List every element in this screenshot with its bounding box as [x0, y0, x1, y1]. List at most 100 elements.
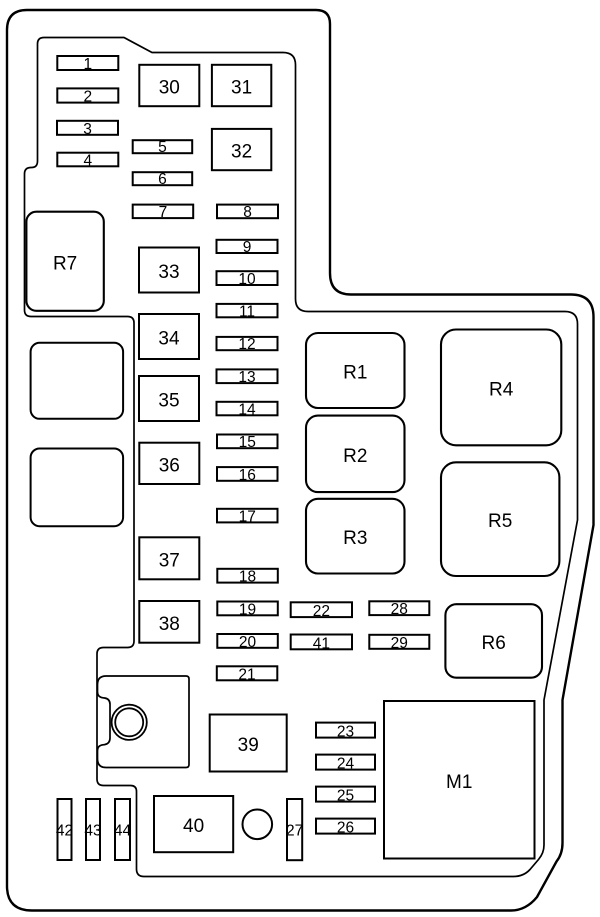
- component-label: 26: [337, 820, 354, 837]
- component-label: 33: [158, 262, 179, 283]
- component-label: 5: [158, 139, 167, 156]
- relay-R7-body: [25, 210, 105, 312]
- fuse-29: 29: [368, 633, 431, 652]
- component-label: 35: [158, 391, 179, 412]
- component-label: 44: [114, 823, 132, 840]
- component-label: 11: [239, 303, 255, 320]
- fuse-20: 20: [216, 633, 279, 651]
- fuse-9: 9: [215, 238, 279, 256]
- box-35: 35: [138, 375, 200, 422]
- fuse-44: 44: [114, 798, 132, 861]
- box-34-body: [138, 313, 200, 360]
- fuse-15-body: [216, 433, 279, 450]
- fuse-19-body: [216, 600, 279, 617]
- box-38: 38: [138, 600, 201, 644]
- box-31-body: [210, 63, 273, 108]
- fuse-10-body: [215, 270, 279, 287]
- fuse-26-body: [315, 817, 376, 835]
- component-label: R5: [488, 511, 512, 532]
- fuse-25: 25: [315, 785, 376, 805]
- outer-case-outline: [5, 8, 595, 912]
- component-label: 1: [83, 56, 92, 73]
- bolt-circle: [241, 808, 274, 841]
- fuse-16: 16: [216, 466, 279, 484]
- box-38-body: [138, 600, 201, 644]
- relay-R4: R4: [439, 328, 563, 447]
- component-label: 3: [83, 121, 92, 138]
- component-label: 29: [391, 635, 408, 652]
- component-label: 10: [238, 271, 256, 288]
- box-34: 34: [138, 313, 200, 360]
- fuse-9-body: [215, 238, 279, 255]
- fuse-44-body: [114, 798, 131, 861]
- component-label: 7: [159, 204, 168, 221]
- fuse-3: 3: [56, 119, 119, 138]
- component-label: 27: [286, 823, 303, 840]
- fuse-7: 7: [131, 203, 195, 221]
- relay-R5: R5: [439, 461, 561, 578]
- component-label: M1: [446, 772, 472, 793]
- box-39-body: [208, 713, 288, 773]
- component-label: 9: [243, 239, 252, 256]
- fuse-12-body: [215, 335, 279, 352]
- component-label: 13: [238, 369, 255, 386]
- fuse-14: 14: [215, 400, 279, 418]
- fuse-5-body: [131, 139, 194, 155]
- component-label: 19: [239, 601, 256, 618]
- fuse-3-body: [56, 119, 119, 136]
- component-label: R6: [482, 633, 506, 654]
- component-label: 38: [159, 614, 180, 635]
- fuse-17-body: [216, 507, 279, 524]
- fuse-4: 4: [56, 151, 120, 169]
- component-label: R7: [53, 253, 77, 274]
- component-label: 25: [337, 788, 354, 805]
- blank-slot-1: [29, 341, 125, 420]
- fuse-12: 12: [215, 335, 279, 353]
- box-M1: M1: [383, 700, 536, 860]
- fuse-41: 41: [289, 633, 354, 652]
- fuse-11: 11: [215, 302, 279, 320]
- component-label: 42: [56, 823, 73, 840]
- fuse-11-body: [215, 302, 279, 319]
- fuse-17: 17: [216, 507, 279, 525]
- box-32: 32: [210, 127, 273, 172]
- box-37-body: [138, 536, 201, 581]
- box-30: 30: [138, 63, 201, 108]
- fuse-15: 15: [216, 433, 279, 451]
- fuse-27: 27: [286, 798, 303, 862]
- fuse-24: 24: [315, 753, 376, 773]
- fuse-4-body: [56, 151, 120, 168]
- box-40: 40: [153, 795, 235, 854]
- relay-R6: R6: [444, 603, 544, 679]
- clamp-outline: [96, 675, 190, 769]
- relay-R2-body: [304, 414, 406, 494]
- component-label: 31: [231, 78, 252, 99]
- box-40-body: [153, 795, 235, 854]
- fuse-22-body: [289, 601, 354, 619]
- fuse-42: 42: [56, 798, 73, 861]
- fuse-18: 18: [216, 567, 279, 586]
- box-37: 37: [138, 536, 201, 581]
- fuse-panel-outline: [23, 36, 579, 878]
- relay-R1-body: [304, 331, 406, 410]
- component-label: 20: [239, 634, 257, 651]
- fuse-7-body: [131, 203, 195, 220]
- box-36: 36: [138, 441, 201, 486]
- box-33-body: [138, 246, 200, 294]
- component-label: 34: [158, 329, 180, 350]
- box-30-body: [138, 63, 201, 108]
- component-label: 37: [159, 550, 180, 571]
- fuse-6-body: [131, 171, 194, 187]
- fuse-2: 2: [56, 87, 120, 106]
- fuse-23: 23: [315, 721, 376, 741]
- component-label: 43: [84, 823, 101, 840]
- box-31: 31: [210, 63, 273, 108]
- relay-R2: R2: [304, 414, 406, 494]
- fuse-10: 10: [215, 270, 279, 288]
- fuse-42-body: [56, 798, 73, 861]
- component-label: 30: [159, 78, 180, 99]
- component-label: 40: [183, 816, 204, 837]
- component-label: 12: [238, 336, 255, 353]
- relay-R6-body: [444, 603, 544, 679]
